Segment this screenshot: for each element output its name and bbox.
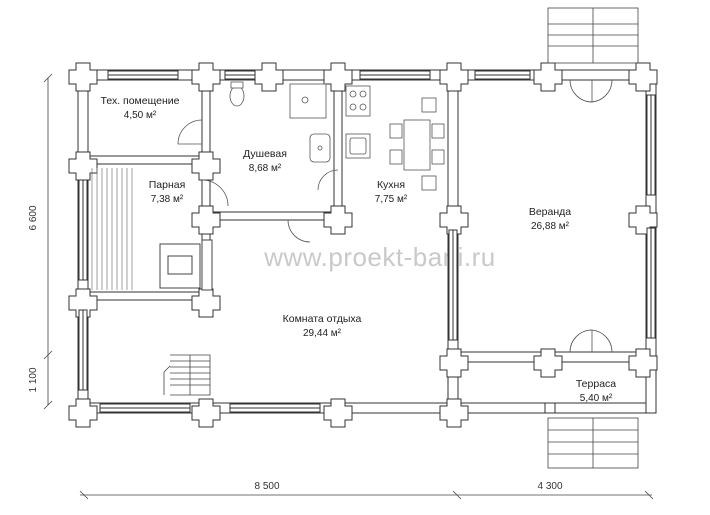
room-name-terrace: Терраса [576,378,616,390]
room-area-terrace: 5,40 м² [580,393,613,404]
toilet-icon [229,85,245,107]
room-area-tech: 4,50 м² [124,110,157,121]
outside-steps [547,7,639,469]
room-area-rest: 29,44 м² [303,328,342,339]
dimension-lines [43,73,654,500]
wall-shower-kitchen [333,69,343,221]
door-tech [177,119,203,145]
wall-sauna-bottom [77,291,211,301]
room-labels: Тех. помещение 4,50 м² Душевая 8,68 м² П… [101,95,617,404]
room-area-sauna: 7,38 м² [151,194,184,205]
door-shower [287,219,311,243]
room-area-veranda: 26,88 м² [531,221,570,232]
door-veranda-top [569,79,593,103]
sauna-benches [91,168,133,290]
wall-shower-bottom [201,211,339,221]
dining-table-icon [403,119,431,171]
room-name-tech: Тех. помещение [101,95,180,107]
dimension-bottom-main: 8 500 [254,481,279,492]
room-name-shower: Душевая [243,148,287,160]
windows [78,70,656,413]
shower-fixtures [229,81,331,163]
stove [159,239,213,291]
stove-top-icon [345,85,371,117]
watermark: www.proekt-bani.ru [263,242,496,272]
dimension-left-total: 6 600 [28,205,39,230]
wall-tech-right [201,69,211,219]
doors [177,79,613,353]
room-name-veranda: Веранда [529,206,571,218]
wall-tech-bottom [77,155,211,165]
room-area-kitchen: 7,75 м² [375,194,408,205]
kitchen-fixtures [345,85,445,191]
terrace-post [544,402,556,414]
door-sauna [201,179,229,207]
door-terrace [569,329,593,353]
dimension-bottom-right: 4 300 [537,481,562,492]
wall-terrace-bottom [455,402,657,414]
stairs [163,354,211,396]
log-joints [68,62,658,428]
room-name-kitchen: Кухня [377,179,405,191]
room-area-shower: 8,68 м² [249,163,282,174]
room-name-rest: Комната отдыха [283,313,362,325]
door-kitchen [317,169,339,191]
dimension-left-part: 1 100 [28,367,39,392]
room-name-sauna: Парная [149,179,186,191]
